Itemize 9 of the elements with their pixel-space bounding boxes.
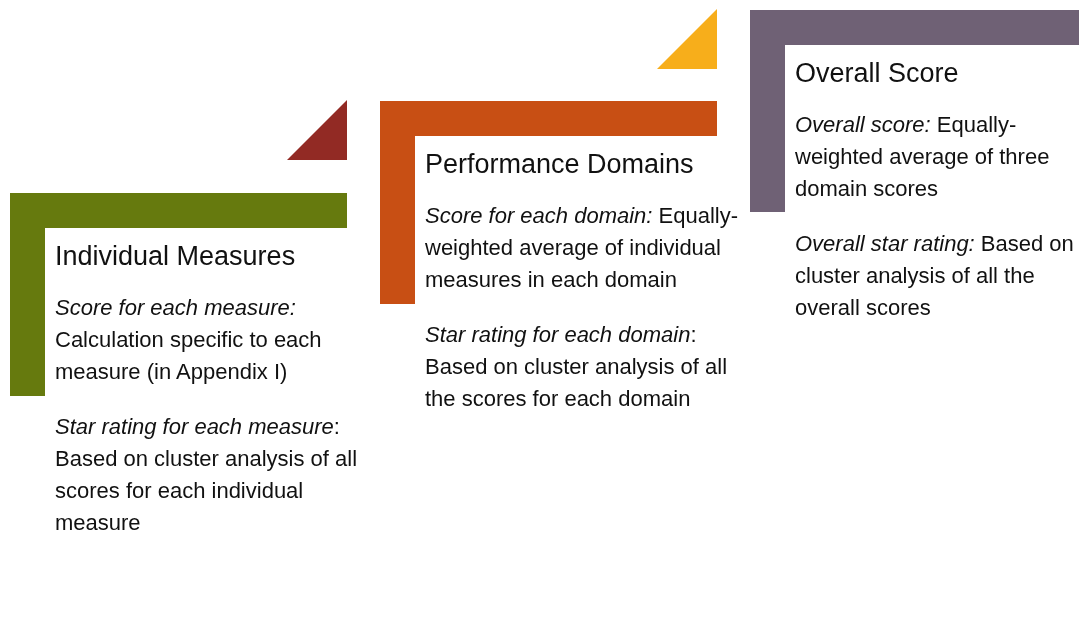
step-heading: Individual Measures <box>55 240 297 273</box>
step-description: Star rating for each domain: Based on cluster analysis of all the scores for each domain <box>425 321 729 414</box>
step-heading: Performance Domains <box>425 148 695 181</box>
step-description: Overall star rating: Based on cluster analysis of all the overall scores <box>795 230 1075 323</box>
step-heading: Overall Score <box>795 57 960 90</box>
step-description: Star rating for each measure: Based on cluster analysis of all scores for each individual measure <box>55 413 359 538</box>
step-description: Score for each domain: Equally-weighted average of individual measures in each domain <box>425 201 740 294</box>
step-description: Overall score: Equally-weighted average of three domain scores <box>795 110 1051 203</box>
step-description: Score for each measure: Calculation specific to each measure (in Appendix I) <box>55 293 323 386</box>
